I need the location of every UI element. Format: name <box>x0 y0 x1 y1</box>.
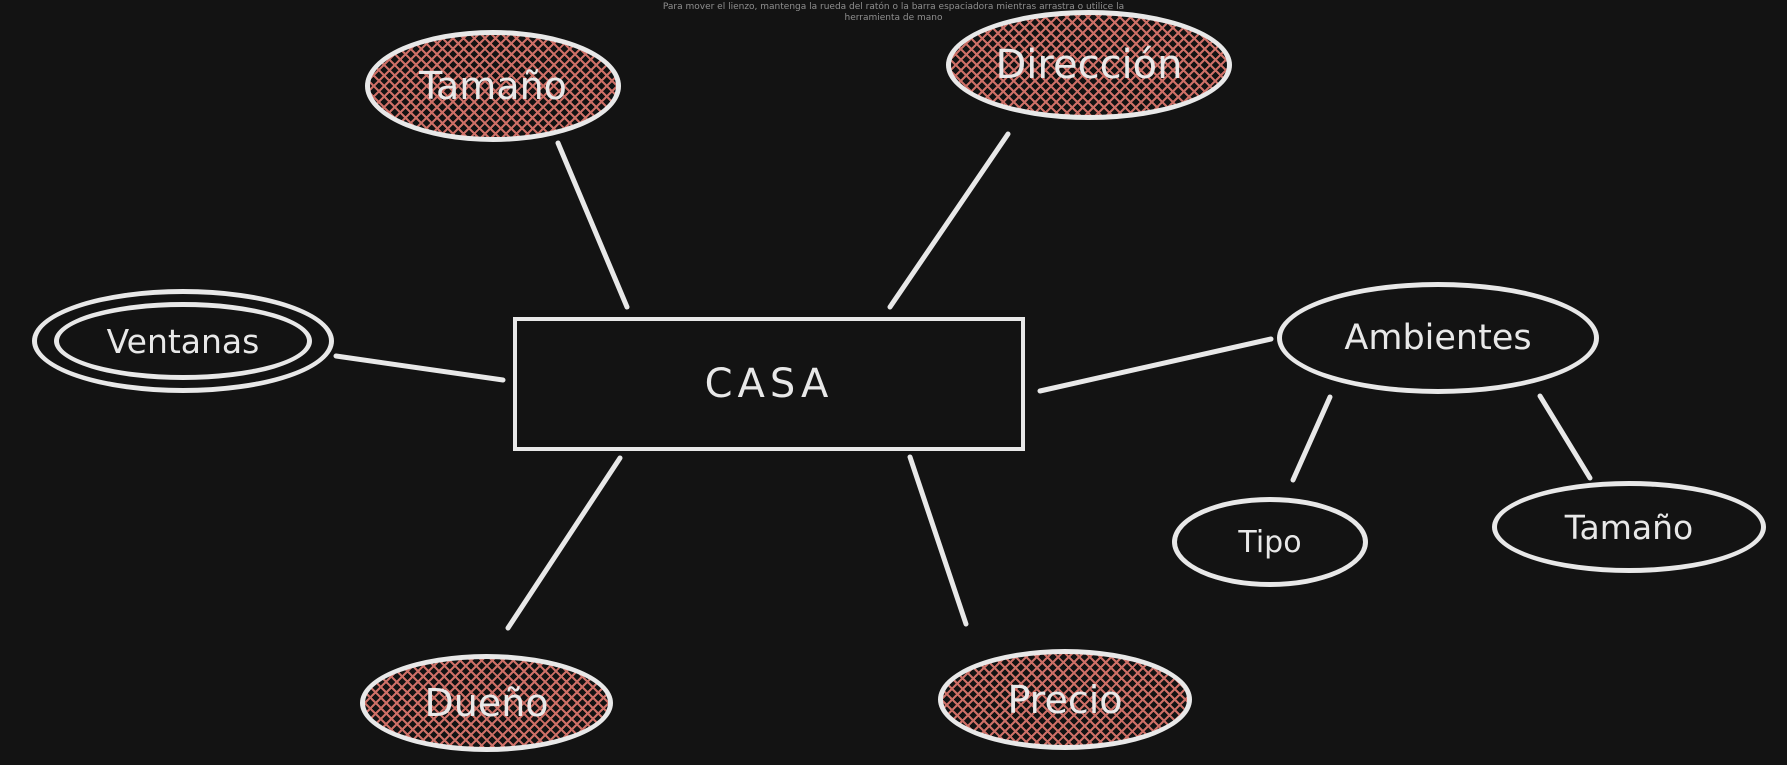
node-precio-label: Precio <box>1007 677 1123 722</box>
node-ventanas-label: Ventanas <box>106 321 260 361</box>
ventanas-inner-ellipse <box>54 302 312 380</box>
connector-direccion-casa[interactable] <box>887 131 1011 310</box>
connector-ambientes-tamano[interactable] <box>1537 393 1593 481</box>
connector-ventanas-casa[interactable] <box>333 353 506 383</box>
node-ambientes-label: Ambientes <box>1344 318 1532 358</box>
canvas-pan-hint: Para mover el lienzo, mantenga la rueda … <box>0 2 1787 24</box>
connector-casa-dueno[interactable] <box>505 455 623 631</box>
node-direccion-attribute[interactable]: Dirección <box>946 10 1232 120</box>
node-ambientes-attribute[interactable]: Ambientes <box>1277 282 1599 394</box>
node-ventanas-attribute[interactable]: Ventanas <box>32 289 334 393</box>
hint-line-2: herramienta de mano <box>844 13 943 23</box>
connector-casa-ambientes[interactable] <box>1037 336 1274 394</box>
node-tamano-ambientes-label: Tamaño <box>1564 507 1694 547</box>
hint-line-1: Para mover el lienzo, mantenga la rueda … <box>662 2 1125 12</box>
node-tamano-attribute[interactable]: Tamaño <box>365 30 621 142</box>
connector-casa-precio[interactable] <box>907 454 969 627</box>
connector-tamano-casa[interactable] <box>555 140 630 310</box>
node-casa-entity[interactable]: CASA <box>513 317 1025 451</box>
node-tamano-label: Tamaño <box>419 64 567 108</box>
node-casa-label: CASA <box>704 361 834 407</box>
node-tamano-ambientes-attribute[interactable]: Tamaño <box>1492 481 1766 573</box>
node-tipo-attribute[interactable]: Tipo <box>1172 497 1368 587</box>
node-precio-attribute[interactable]: Precio <box>938 649 1192 750</box>
node-direccion-label: Dirección <box>995 42 1183 88</box>
node-tipo-label: Tipo <box>1238 524 1302 560</box>
node-dueno-label: Dueño <box>424 681 549 725</box>
connector-ambientes-tipo[interactable] <box>1290 394 1333 483</box>
node-dueno-attribute[interactable]: Dueño <box>360 654 613 752</box>
